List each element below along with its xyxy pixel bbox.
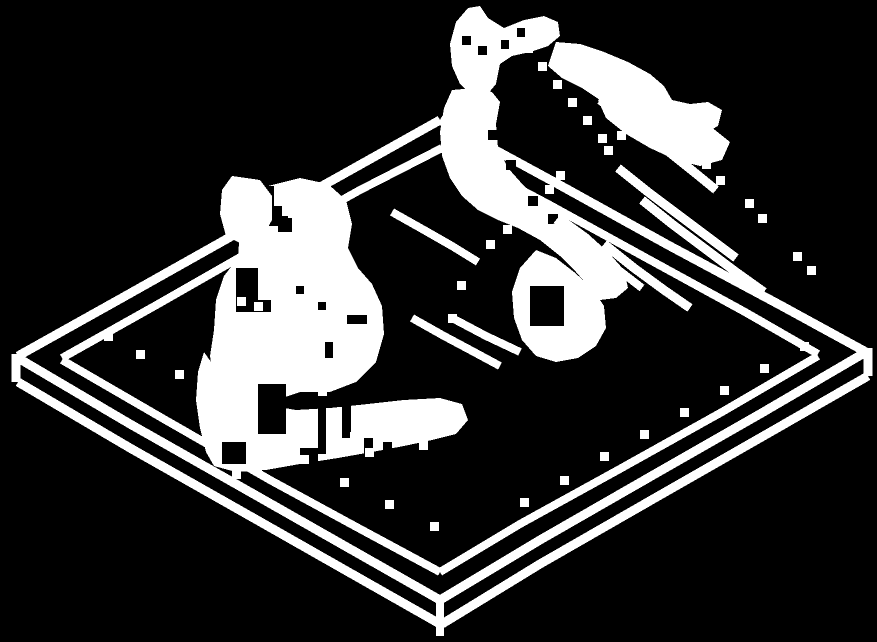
boxy-notch-left — [258, 384, 286, 434]
noise-dot — [702, 160, 711, 169]
noise-dot — [466, 86, 475, 95]
slab-front-bottom-right — [439, 372, 871, 628]
noise-dot — [404, 424, 413, 433]
arm-speck-c — [528, 196, 538, 206]
noise-dot — [667, 140, 676, 149]
arm-speck-b — [506, 160, 516, 170]
noise-dot — [350, 432, 359, 441]
noise-dot — [232, 470, 241, 479]
noise-dot — [457, 281, 466, 290]
arm-shaft — [440, 88, 628, 300]
arm-speck-a — [488, 130, 498, 140]
upper-hook — [450, 6, 560, 96]
hook-speck-d — [516, 28, 525, 37]
hook-speck-b — [478, 46, 487, 55]
strut-upper-right — [597, 96, 719, 194]
slab-tab-body — [220, 176, 272, 244]
noise-dot — [553, 80, 562, 89]
noise-dot — [600, 452, 609, 461]
strut-lower-right — [553, 216, 645, 292]
noise-dot — [419, 441, 428, 450]
noise-dot — [545, 185, 554, 194]
noise-dot — [340, 478, 349, 487]
noise-dot — [583, 116, 592, 125]
slab-edge-bottom-left — [15, 354, 443, 604]
noise-dot — [760, 364, 769, 373]
slab-rim-bottom-left — [59, 356, 442, 576]
noise-dot — [793, 252, 802, 261]
noise-dot — [568, 98, 577, 107]
arm-speck-d — [548, 214, 558, 224]
blob-speck-b — [318, 302, 326, 310]
base-slab — [11, 116, 873, 636]
boxy-slot-2 — [342, 406, 351, 438]
slab-tab — [220, 176, 272, 244]
noise-dot — [538, 62, 547, 71]
noise-dot — [745, 199, 754, 208]
noise-dot — [800, 342, 809, 351]
noise-dot — [758, 214, 767, 223]
noise-dot — [556, 171, 565, 180]
noise-dot — [262, 457, 271, 466]
plate-edge-a — [390, 208, 481, 266]
noise-dot — [318, 387, 327, 396]
plate-edge-c — [450, 314, 522, 356]
blob-speck-c — [347, 315, 367, 324]
hook-speck-c — [500, 40, 509, 49]
arm-foot-hollow — [530, 286, 564, 326]
noise-dot — [492, 40, 501, 49]
boxy-notch-bottom — [222, 442, 246, 464]
noise-dot — [720, 386, 729, 395]
arm-brace-b — [601, 240, 693, 312]
noise-dot — [520, 498, 529, 507]
noise-dot — [524, 44, 533, 53]
tripod-arm — [440, 6, 767, 362]
noise-dot — [640, 430, 649, 439]
slab-edge-bottom-right — [437, 348, 869, 604]
blob-speck-d — [325, 342, 333, 358]
noise-dot — [448, 314, 457, 323]
noise-dot — [508, 28, 517, 37]
right-wing-lower — [598, 86, 730, 166]
noise-dot — [654, 126, 663, 135]
centre-plate-edges — [390, 208, 522, 370]
noise-dot — [480, 60, 489, 69]
plate-edge-b — [410, 314, 502, 370]
noise-dot — [716, 176, 725, 185]
noise-dot — [486, 240, 495, 249]
noise-dot — [680, 408, 689, 417]
noise-dot — [237, 297, 246, 306]
noise-dot — [104, 332, 113, 341]
noise-dot — [385, 500, 394, 509]
slab-rim-bottom-right — [437, 352, 821, 576]
arm-brace-a — [639, 196, 767, 296]
noise-dot — [215, 393, 224, 402]
noise-dot — [300, 455, 309, 464]
slab-front-bottom-left — [15, 378, 443, 628]
strut-mid-right — [615, 164, 739, 262]
boxy-slot-4 — [383, 442, 392, 462]
noise-dot — [604, 146, 613, 155]
noise-dot — [175, 370, 184, 379]
slab-edge-top-right — [437, 116, 869, 356]
noise-dot — [327, 411, 336, 420]
blob-speck-e — [280, 216, 288, 224]
speckle-noise — [104, 28, 816, 531]
blob-speck-a — [296, 286, 304, 294]
noise-dot — [807, 266, 816, 275]
boxy-slot-1 — [318, 408, 326, 454]
noise-dot — [136, 350, 145, 359]
noise-dot — [365, 448, 374, 457]
noise-dot — [617, 131, 626, 140]
noise-dot — [598, 134, 607, 143]
noise-dot — [560, 476, 569, 485]
noise-dot — [503, 225, 512, 234]
hook-speck-a — [462, 36, 471, 45]
noise-dot — [254, 302, 263, 311]
noise-dot — [430, 522, 439, 531]
